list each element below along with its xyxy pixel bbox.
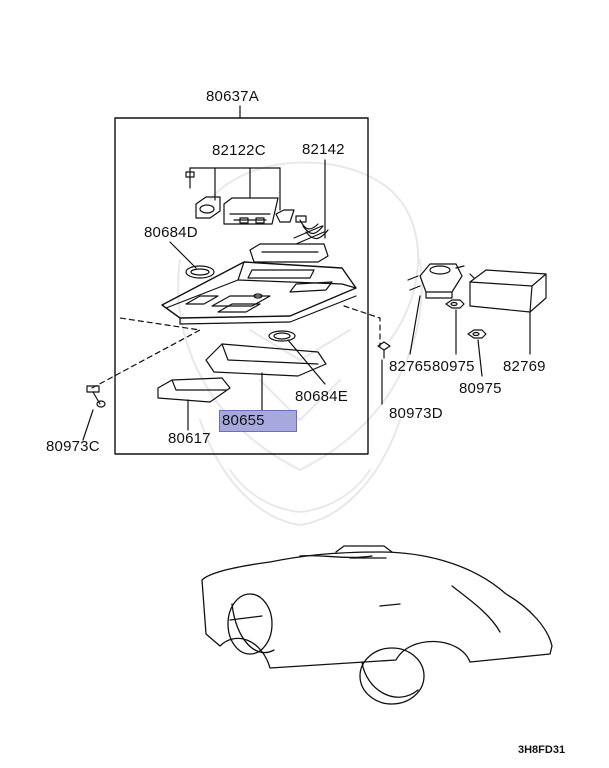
connector — [249, 243, 329, 263]
nut-80975-a — [445, 299, 465, 309]
label-80637A[interactable]: 80637A — [206, 88, 259, 105]
console-housing — [161, 261, 357, 325]
label-80617[interactable]: 80617 — [168, 430, 211, 447]
label-82142[interactable]: 82142 — [302, 141, 345, 158]
wire-harness — [293, 215, 329, 245]
socket-left — [195, 196, 221, 219]
assembly-frame — [114, 117, 369, 455]
diagram-code: 3H8FD31 — [518, 744, 566, 756]
lens-80684D — [185, 265, 215, 279]
label-82765[interactable]: 82765 — [389, 358, 432, 375]
nut-80975-b — [467, 329, 487, 339]
screw-80973D — [377, 341, 391, 359]
screw-small — [185, 171, 195, 189]
label-80975-a[interactable]: 80975 — [432, 358, 475, 375]
lens-80684E — [268, 330, 296, 342]
dash-right — [343, 305, 381, 347]
relay-82765 — [407, 263, 465, 299]
label-80684E[interactable]: 80684E — [295, 388, 348, 405]
car-outline — [201, 545, 553, 705]
label-80684D[interactable]: 80684D — [144, 224, 198, 241]
car-front-wheel — [359, 647, 425, 705]
car-rear-wheel — [227, 593, 273, 655]
label-82769[interactable]: 82769 — [503, 358, 546, 375]
highlight-80655[interactable] — [219, 410, 297, 432]
label-82122C[interactable]: 82122C — [212, 142, 266, 159]
label-80975-b[interactable]: 80975 — [459, 380, 502, 397]
label-80655[interactable]: 80655 — [222, 412, 265, 429]
lens-cover-80655 — [205, 343, 327, 377]
module-82769 — [469, 269, 547, 313]
pad-80617 — [157, 377, 231, 403]
label-80973D[interactable]: 80973D — [389, 405, 443, 422]
dash-left — [91, 317, 201, 389]
watermark-emblem — [177, 161, 423, 526]
switch-block — [223, 197, 279, 225]
socket-right — [275, 209, 295, 223]
screw-80973C — [86, 385, 106, 408]
label-80973C[interactable]: 80973C — [46, 438, 100, 455]
